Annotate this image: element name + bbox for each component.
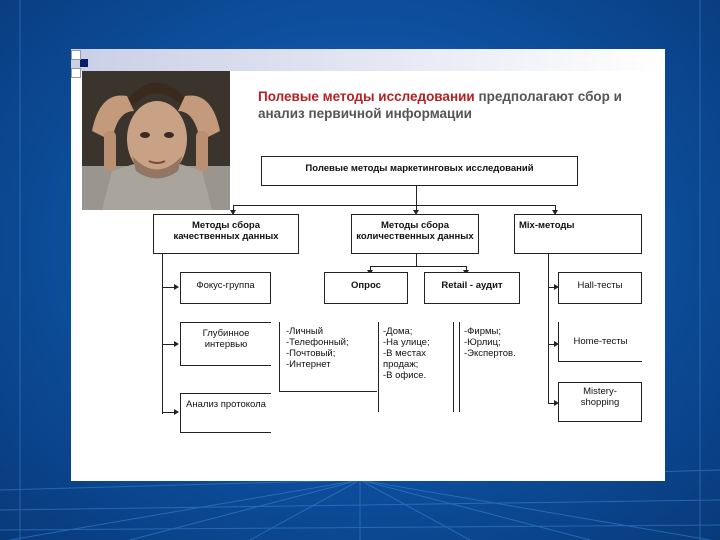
location-survey-box: -Дома; -На улице; -В местах продаж; -В о… (378, 322, 454, 412)
connector-root-down (416, 186, 417, 212)
qualitative-box: Методы сбора качественных данных (153, 214, 299, 254)
connector-quant-horizontal (370, 266, 466, 267)
personal-survey-box: -Личный -Телефонный; -Почтовый; -Интерне… (279, 322, 377, 392)
slide-title: Полевые методы исследовании предполагают… (258, 88, 648, 122)
title-highlight: Полевые методы исследовании (258, 89, 475, 104)
retail-audit-box: Retail - аудит (424, 272, 520, 304)
connector-level1-horizontal (233, 205, 555, 206)
connector-mix-vertical (548, 254, 549, 404)
mix-box: Mix-методы (514, 214, 642, 254)
connector-quant-down (416, 254, 417, 266)
arrow-deep (174, 341, 179, 347)
protocol-analysis-box: Анализ протокола (180, 393, 271, 433)
quantitative-box: Методы сбора количественных данных (351, 214, 479, 254)
man-photo (82, 71, 230, 210)
connector-qual-vertical (162, 254, 163, 414)
header-bar (71, 49, 665, 71)
root-box: Полевые методы маркетинговых исследовани… (261, 156, 578, 186)
firms-survey-box: -Фирмы; -Юрлиц; -Экспертов. (459, 322, 539, 412)
home-tests-box: Home-тесты (558, 322, 642, 362)
focus-group-box: Фокус-группа (180, 272, 271, 304)
deep-interview-box: Глубинное интервью (180, 322, 271, 366)
hall-tests-box: Hall-тесты (558, 272, 642, 304)
survey-box: Опрос (324, 272, 408, 304)
mystery-shopping-box: Mistery-shopping (558, 382, 642, 422)
arrow-protocol (174, 409, 179, 415)
arrow-focus (174, 284, 179, 290)
